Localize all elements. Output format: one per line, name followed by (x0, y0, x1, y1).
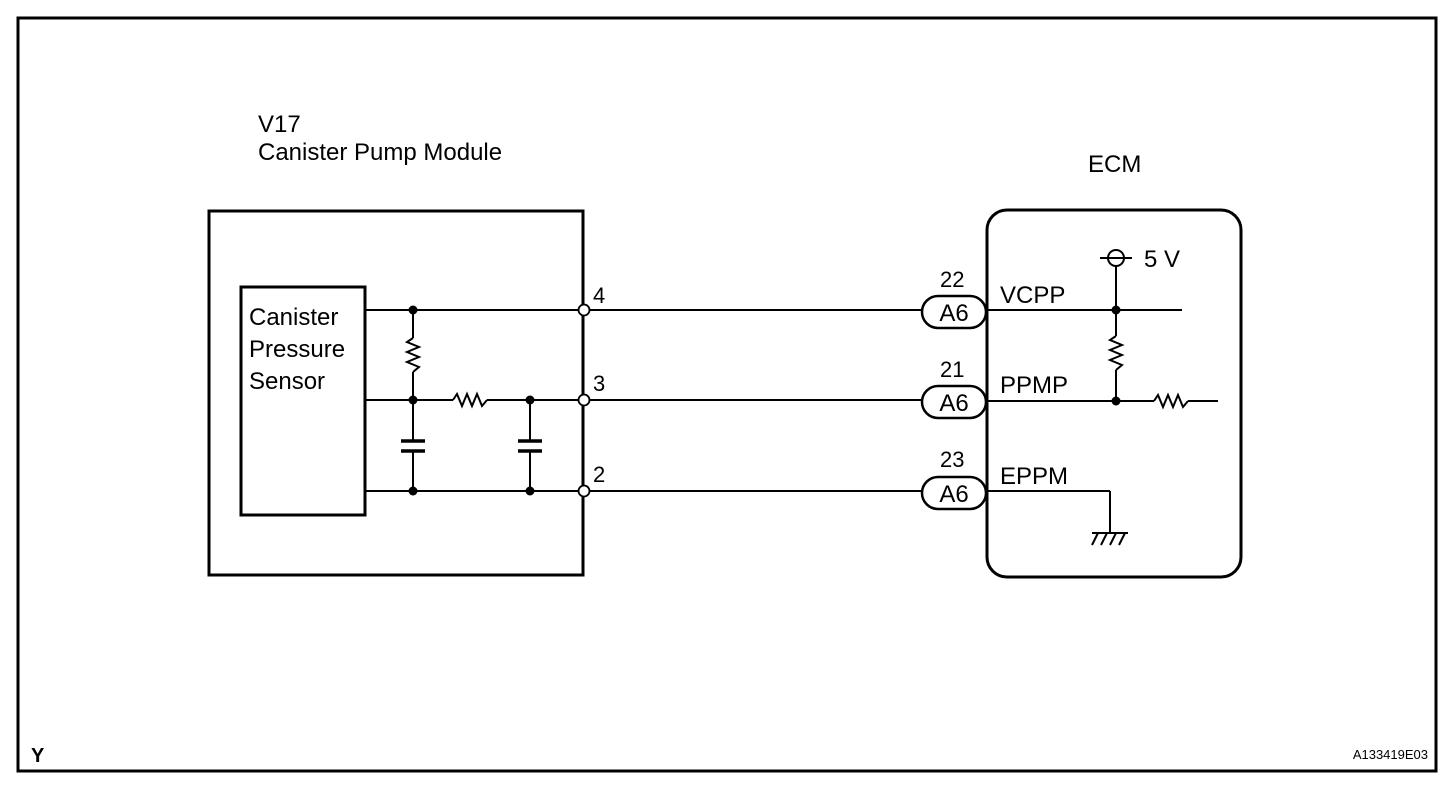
module-terminal-2 (577, 484, 591, 498)
ecm-connector-code-23: A6 (939, 481, 968, 508)
pullup-resistor-icon (404, 337, 422, 373)
module-terminal-4 (577, 303, 591, 317)
ecm-connector-code-21: A6 (939, 390, 968, 417)
ecm-connector-21: 21 A6 (920, 357, 988, 420)
ecm-series-resistor-icon (1153, 392, 1189, 410)
module-internal-circuit (365, 305, 579, 496)
sensor-label-line-1: Canister (249, 304, 338, 331)
signal-ppmp: PPMP (1000, 372, 1068, 399)
ecm-pin-22: 22 (940, 267, 964, 292)
module-code: V17 (258, 111, 301, 138)
ecm-box (985, 208, 1243, 579)
figure-frame (16, 16, 1438, 773)
corner-mark: Y (31, 745, 45, 767)
module-pin-2: 2 (593, 462, 605, 487)
ecm-pin-23: 23 (940, 447, 964, 472)
module-pin-3: 3 (593, 371, 605, 396)
supply-voltage-label: 5 V (1144, 246, 1180, 273)
ecm-label: ECM (1088, 151, 1141, 178)
ecm-internal-circuit (987, 249, 1218, 546)
ecm-connector-code-22: A6 (939, 300, 968, 327)
sensor-label-line-2: Pressure (249, 336, 345, 363)
canister-pump-module-box (207, 209, 585, 577)
module-name: Canister Pump Module (258, 139, 502, 166)
ecm-pin-21: 21 (940, 357, 964, 382)
sensor-label-line-3: Sensor (249, 368, 325, 395)
ecm-connector-22: 22 A6 (920, 267, 988, 330)
module-terminal-3 (577, 393, 591, 407)
figure-id: A133419E03 (1353, 747, 1428, 762)
module-pin-4: 4 (593, 283, 605, 308)
signal-vcpp: VCPP (1000, 282, 1065, 309)
signal-eppm: EPPM (1000, 463, 1068, 490)
ecm-connector-23: 23 A6 (920, 447, 988, 511)
ecm-pullup-resistor-icon (1107, 335, 1125, 371)
series-resistor-icon (452, 391, 488, 409)
